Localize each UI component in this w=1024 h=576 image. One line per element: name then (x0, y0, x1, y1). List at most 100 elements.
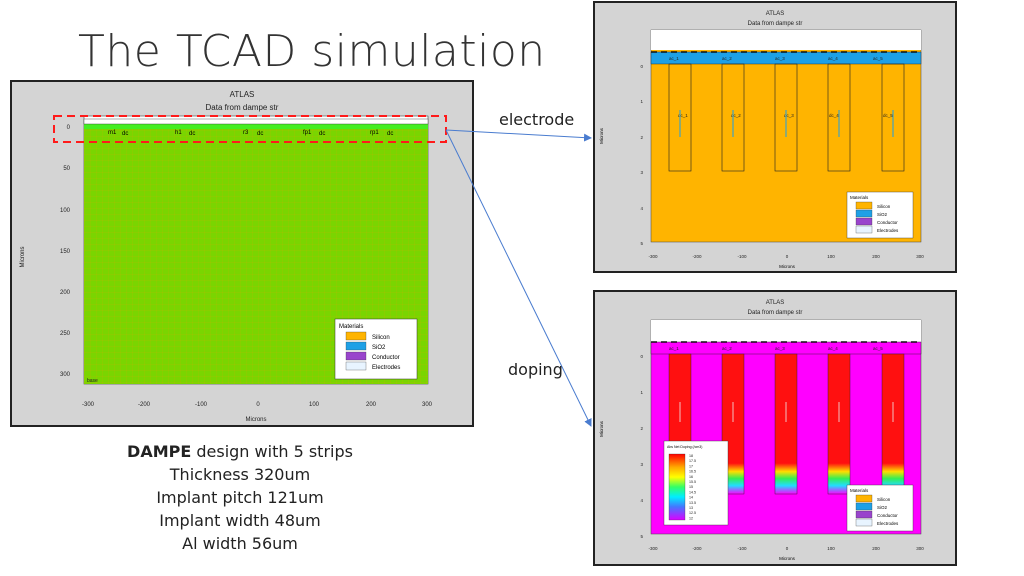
legend-swatch (855, 518, 873, 527)
implant-region (721, 63, 745, 172)
y-tick: 5 (640, 241, 643, 246)
slide-title: The TCAD simulation (78, 26, 546, 77)
electrode-plot: ATLAS Data from dampe str ac_1 ac_2 ac_3… (593, 1, 957, 273)
y-tick: 1 (640, 390, 643, 395)
y-tick: 2 (640, 426, 643, 431)
y-tick: 250 (60, 331, 71, 337)
x-tick: 300 (916, 546, 924, 551)
electrode-label: ac_5 (873, 346, 883, 351)
x-tick: 100 (827, 254, 835, 259)
electrode-label: ac_4 (828, 346, 838, 351)
legend-label: Conductor (877, 220, 898, 225)
x-tick: 100 (309, 402, 320, 408)
base-label: base (87, 378, 98, 384)
y-axis-label: Microns (599, 420, 604, 437)
x-tick: -200 (692, 546, 702, 551)
legend-title: Materials (850, 488, 869, 493)
legend-swatch (855, 201, 873, 210)
legend-swatch (855, 494, 873, 503)
legend-label: Conductor (877, 513, 898, 518)
legend-label: Conductor (372, 355, 400, 361)
caption-line-2: Thickness 320um (169, 465, 311, 484)
y-axis: 0 50 100 150 200 250 300 (60, 125, 71, 378)
x-tick: 100 (827, 546, 835, 551)
y-tick: 0 (67, 125, 71, 131)
electrode-label: ac_3 (775, 56, 785, 61)
doping-level: 17 (689, 464, 693, 468)
y-axis: 0 1 2 3 4 5 (640, 354, 643, 539)
x-axis: -300 -200 -100 0 100 200 300 (82, 402, 433, 408)
implant-label: dc_1 (678, 113, 688, 118)
legend-label: SiO2 (372, 345, 386, 351)
x-tick: -100 (737, 254, 747, 259)
doping-level: 15.5 (689, 480, 696, 484)
y-tick: 5 (640, 534, 643, 539)
strip-label: m1 (108, 130, 117, 136)
y-tick: 2 (640, 135, 643, 140)
plot-header: ATLAS (766, 300, 785, 306)
legend-label: SiO2 (877, 505, 888, 510)
legend-swatch (345, 331, 367, 341)
doping-level: 16.5 (689, 470, 696, 474)
legend-label: SiO2 (877, 212, 888, 217)
x-axis: -300 -200 -100 0 100 200 300 (648, 254, 924, 259)
x-axis: -300 -200 -100 0 100 200 300 (648, 546, 924, 551)
plot-header: ATLAS (230, 90, 255, 99)
implant-label: dc_2 (731, 113, 741, 118)
electrode-layer (83, 118, 429, 125)
legend-label: Silicon (877, 497, 891, 502)
electrode-labels: ac_1 ac_2 ac_3 ac_4 ac_5 (669, 56, 883, 61)
caption-line-1: DAMPE design with 5 strips (110, 440, 370, 463)
doping-callout: doping (508, 360, 563, 379)
x-axis-label: Microns (245, 417, 266, 423)
y-axis: 0 1 2 3 4 5 (640, 64, 643, 246)
legend-title: Materials (850, 195, 869, 200)
legend-swatch (855, 217, 873, 226)
x-axis-label: Microns (779, 264, 796, 269)
electrode-label: ac_2 (722, 56, 732, 61)
implant-region (827, 353, 851, 495)
x-tick: -300 (648, 254, 658, 259)
electrode-plot-svg: ATLAS Data from dampe str ac_1 ac_2 ac_3… (599, 11, 924, 269)
implant-region (827, 63, 851, 172)
y-tick: 0 (640, 354, 643, 359)
y-tick: 100 (60, 208, 71, 214)
doping-levels: 18 17.5 17 16.5 16 15.5 15 14.5 14 13.5 … (689, 454, 696, 520)
electrode-labels: ac_1 ac_2 ac_3 ac_4 ac_5 (669, 346, 883, 351)
y-tick: 3 (640, 170, 643, 175)
x-tick: 300 (422, 402, 433, 408)
strip-label: dc (257, 131, 263, 137)
plot-subtitle: Data from dampe str (748, 310, 803, 316)
main-tcad-plot: ATLAS Data from dampe str m1 dc h1 dc r3… (10, 80, 474, 427)
electrode-label: ac_4 (828, 56, 838, 61)
y-tick: 0 (640, 64, 643, 69)
electrode-label: ac_3 (775, 346, 785, 351)
legend-swatch (855, 510, 873, 519)
implant-region (774, 353, 798, 495)
legend-swatch (855, 209, 873, 218)
legend-label: Electrodes (372, 365, 400, 371)
x-tick: 200 (872, 254, 880, 259)
y-tick: 4 (640, 498, 643, 503)
y-tick: 1 (640, 99, 643, 104)
doping-level: 14 (689, 496, 693, 500)
legend-swatch (855, 502, 873, 511)
implant-contacts (679, 402, 894, 422)
caption-line-4: Implant width 48um (159, 511, 321, 530)
y-axis-label: Microns (20, 246, 26, 267)
implant-outlines (668, 63, 905, 172)
electrode-callout: electrode (499, 110, 575, 129)
legend-swatch (345, 351, 367, 361)
legend-title: Materials (339, 324, 363, 330)
legend-swatch (855, 225, 873, 234)
doping-level: 12 (689, 516, 693, 520)
electrode-label: ac_5 (873, 56, 883, 61)
materials-legend: Materials Silicon SiO2 Conductor Electro… (846, 191, 914, 239)
implant-label: dc_3 (784, 113, 794, 118)
air-region (651, 30, 921, 50)
doping-legend: Abs Net Doping (/cm3) 18 17.5 17 16.5 16… (663, 440, 729, 526)
implant-label: dc_5 (883, 113, 893, 118)
strip-label: dc (189, 131, 195, 137)
materials-legend: Materials Silicon SiO2 Conductor Electro… (846, 484, 914, 532)
strip-label: h1 (175, 130, 182, 136)
